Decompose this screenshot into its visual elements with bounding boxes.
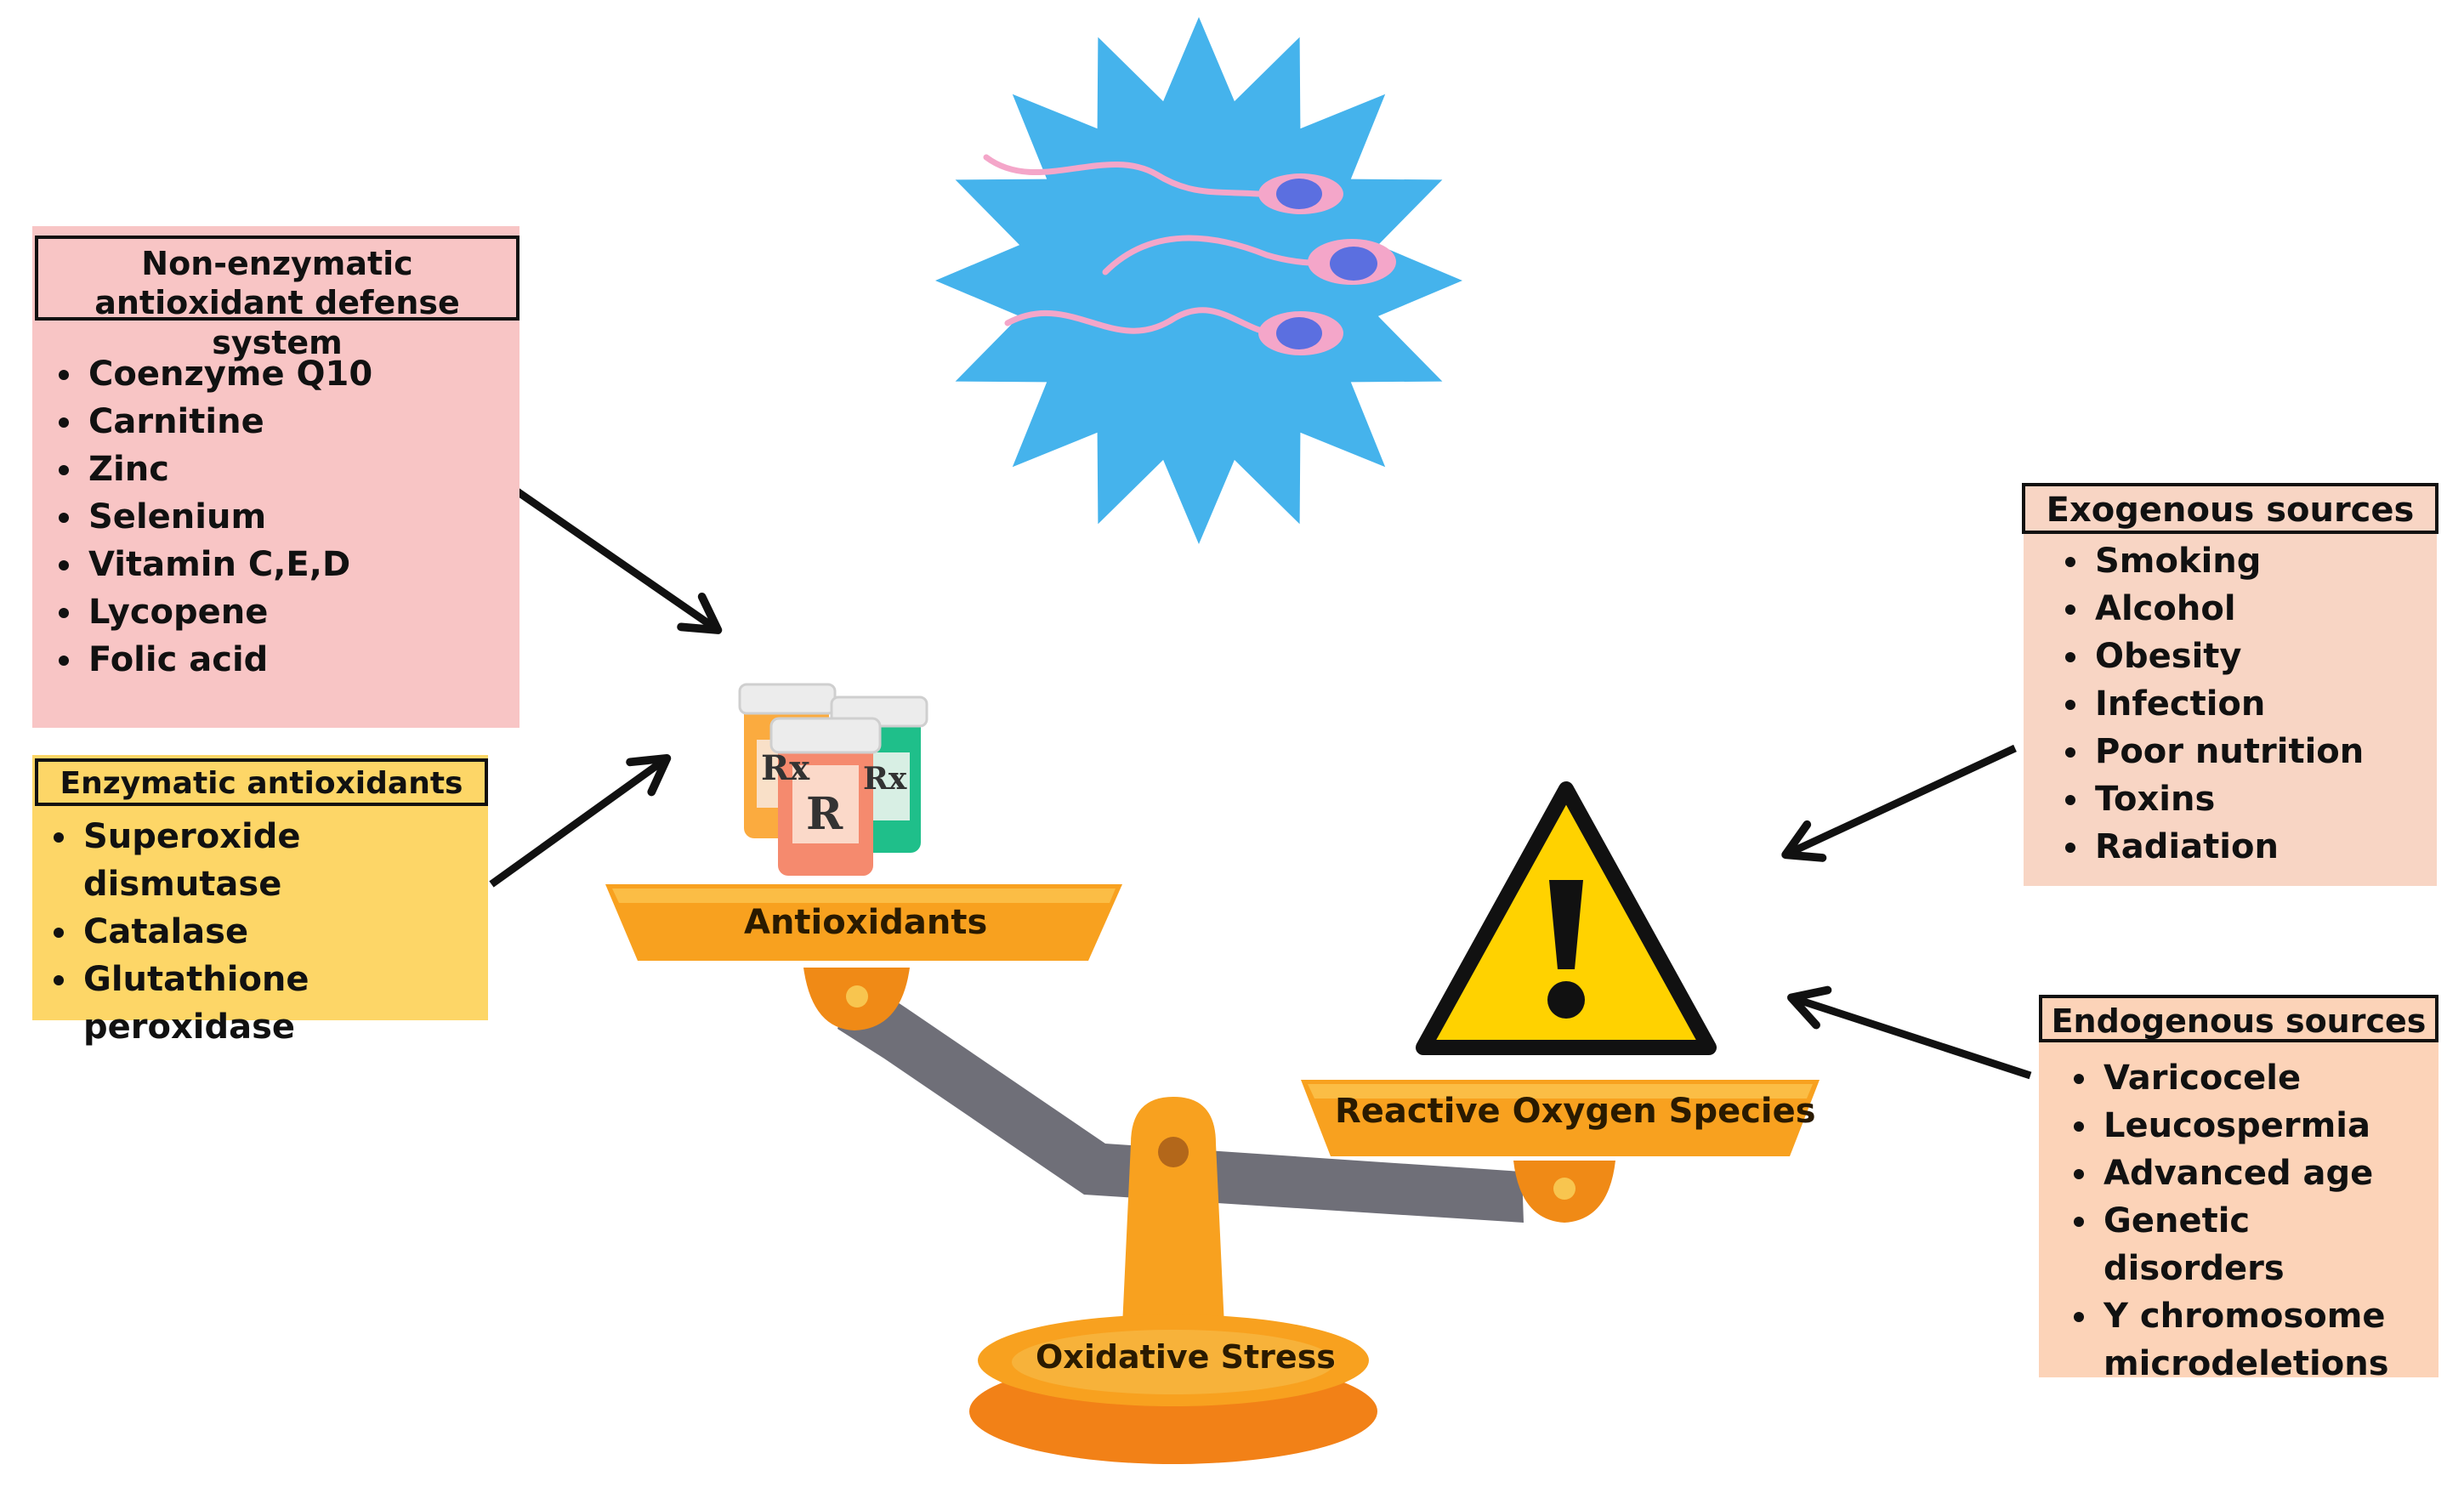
list-item: Obesity <box>2092 633 2364 680</box>
exogenous-title: Exogenous sources <box>2022 483 2438 534</box>
sperm-cell <box>983 154 1343 214</box>
list-item: Genetic disorders <box>2100 1197 2432 1292</box>
scale-pillar <box>1122 1097 1224 1326</box>
list-item: Carnitine <box>85 398 372 446</box>
rx-label-right: Rx <box>863 761 907 797</box>
non-enzymatic-title: Non-enzymatic antioxidant defense system <box>35 236 519 361</box>
exogenous-box: Exogenous sources SmokingAlcoholObesityI… <box>2022 483 2438 886</box>
non-enzymatic-list: Coenzyme Q10CarnitineZincSeleniumVitamin… <box>32 350 372 684</box>
rx-label-left: Rx <box>761 748 810 788</box>
arrow-enzymatic-to-antioxidants <box>489 753 672 888</box>
enzymatic-title: Enzymatic antioxidants <box>35 758 488 806</box>
list-item: Catalase <box>80 908 488 956</box>
antioxidants-label: Antioxidants <box>744 903 988 942</box>
endogenous-title: Endogenous sources <box>2039 995 2438 1042</box>
non-enzymatic-box: Non-enzymatic antioxidant defense system… <box>32 226 519 728</box>
balance-scale <box>605 884 1820 1464</box>
arrow-exogenous-to-ros <box>1781 744 2017 862</box>
list-item: Y chromosome microdeletions <box>2100 1292 2432 1388</box>
list-item: Lycopene <box>85 588 372 636</box>
burst-shape <box>935 17 1462 544</box>
scale-beam <box>837 974 1524 1223</box>
arrow-endogenous-to-ros <box>1787 985 2032 1080</box>
list-item: Infection <box>2092 680 2364 728</box>
list-item: Folic acid <box>85 636 372 684</box>
list-item: Vitamin C,E,D <box>85 541 372 588</box>
oxidative-stress-label: Oxidative Stress <box>1036 1338 1336 1376</box>
list-item: Advanced age <box>2100 1150 2432 1197</box>
list-item: Radiation <box>2092 823 2364 871</box>
sperm-cell <box>1102 235 1396 285</box>
list-item: Alcohol <box>2092 585 2364 633</box>
endogenous-box: Endogenous sources VaricoceleLeucospermi… <box>2039 995 2438 1383</box>
list-item: Glutathione peroxidase <box>80 956 488 1051</box>
ros-label: Reactive Oxygen Species <box>1335 1092 1816 1131</box>
endogenous-list: VaricoceleLeucospermiaAdvanced ageGeneti… <box>2039 1054 2432 1388</box>
list-item: Superoxide dismutase <box>80 813 488 908</box>
exogenous-list: SmokingAlcoholObesityInfectionPoor nutri… <box>2024 537 2364 871</box>
list-item: Varicocele <box>2100 1054 2432 1102</box>
list-item: Smoking <box>2092 537 2364 585</box>
list-item: Toxins <box>2092 775 2364 823</box>
rx-glyph: R <box>806 788 843 840</box>
list-item: Coenzyme Q10 <box>85 350 372 398</box>
warning-icon <box>1416 781 1717 1055</box>
sperm-burst-icon <box>935 17 1462 544</box>
list-item: Selenium <box>85 493 372 541</box>
enzymatic-box: Enzymatic antioxidants Superoxide dismut… <box>32 755 488 1047</box>
left-pan <box>605 884 1122 961</box>
list-item: Leucospermia <box>2100 1102 2432 1150</box>
sperm-cell <box>1004 307 1343 355</box>
enzymatic-list: Superoxide dismutaseCatalaseGlutathione … <box>32 813 488 1051</box>
right-pan <box>1301 1080 1820 1156</box>
arrow-non-enzymatic-to-antioxidants <box>486 468 723 634</box>
pill-bottles-icon: R <box>738 683 928 876</box>
list-item: Poor nutrition <box>2092 728 2364 775</box>
list-item: Zinc <box>85 446 372 493</box>
